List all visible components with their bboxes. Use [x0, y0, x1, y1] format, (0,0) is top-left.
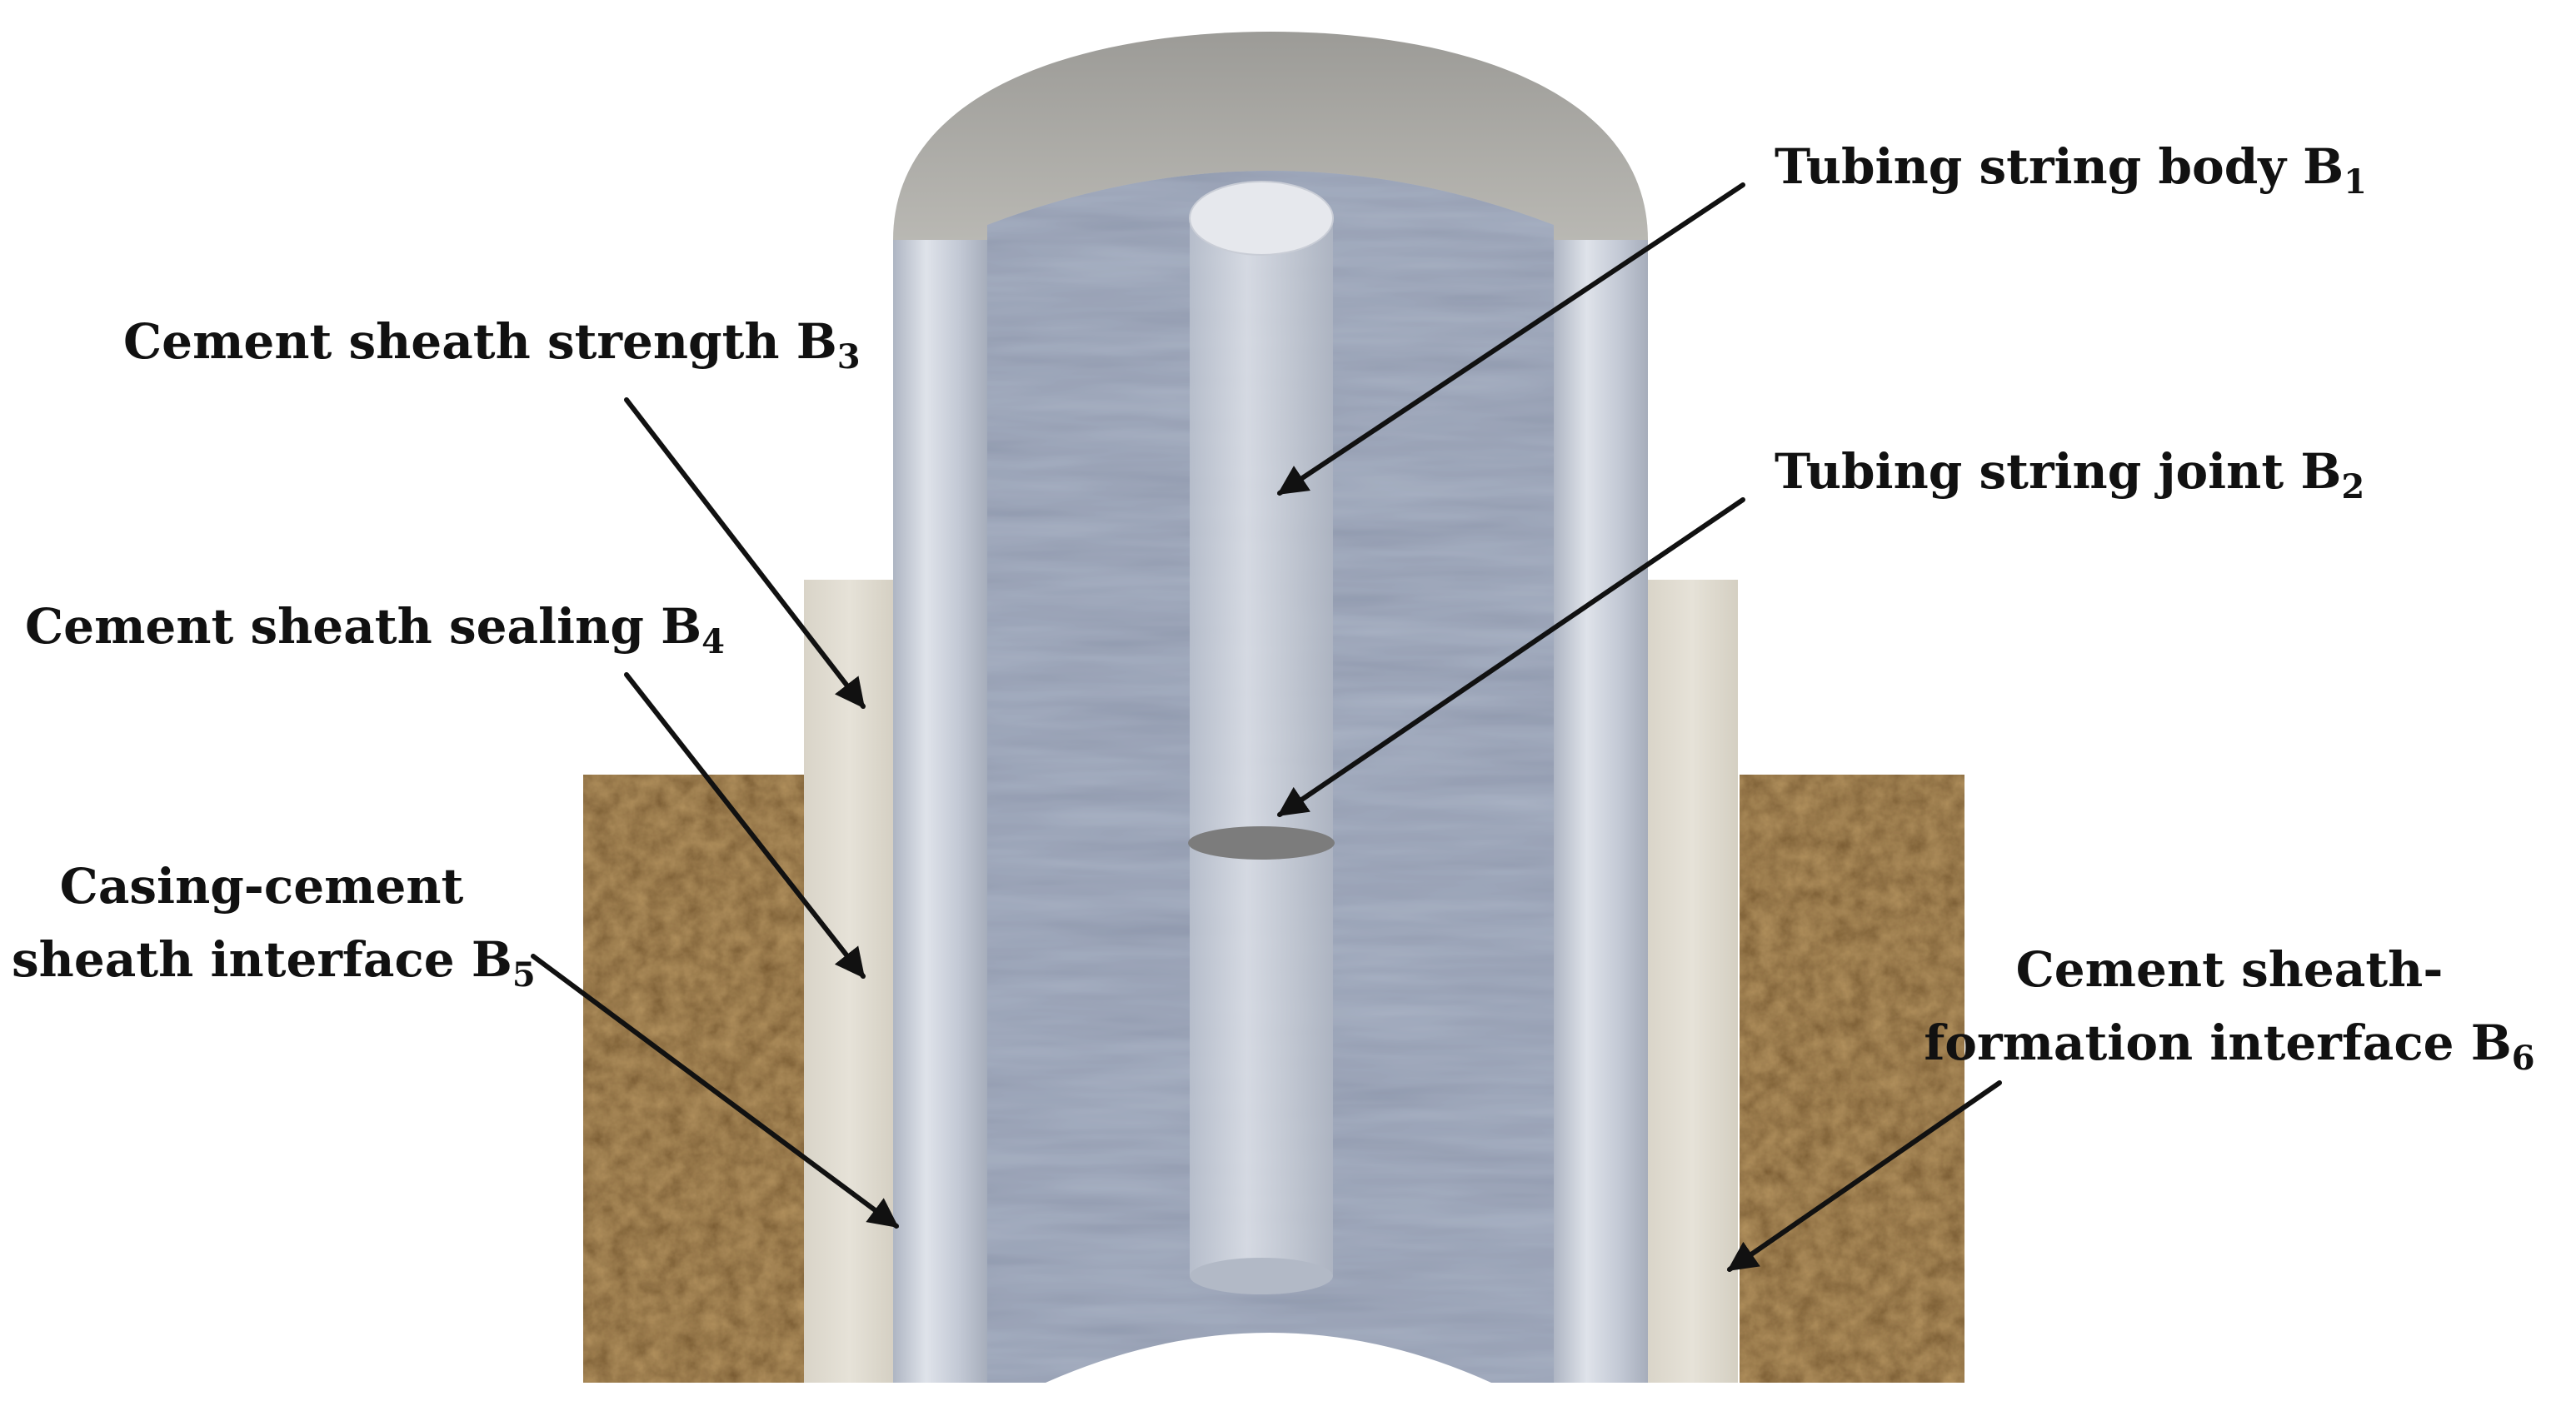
- label-line-1: Casing-cement: [59, 858, 464, 915]
- arrow-b4: [624, 672, 866, 979]
- tubing-string-bottom: [1190, 1258, 1333, 1294]
- label-subscript: 5: [512, 955, 536, 995]
- label-text: sheath interface B: [12, 931, 512, 988]
- label-subscript: 4: [701, 622, 725, 661]
- tubing-string-top: [1189, 181, 1334, 256]
- casing-top-cap: [893, 32, 1648, 240]
- label-text: Cement sheath sealing B: [25, 598, 702, 655]
- label-subscript: 2: [2341, 467, 2365, 506]
- label-cement-sheath-strength: Cement sheath strength B3: [123, 305, 861, 378]
- cement-sheath-right: [1646, 580, 1738, 1383]
- label-subscript: 6: [2511, 1039, 2535, 1078]
- label-subscript: 1: [2344, 162, 2368, 202]
- casing-wall-right: [1554, 240, 1648, 1383]
- arrow-b5: [531, 954, 899, 1229]
- label-text: Cement sheath strength B: [123, 313, 837, 370]
- arrow-b1: [1277, 182, 1745, 496]
- arrow-b2: [1277, 497, 1745, 817]
- label-subscript: 3: [836, 337, 861, 376]
- label-line-2: sheath interface B5: [12, 923, 536, 996]
- label-cement-sheath-sealing: Cement sheath sealing B4: [25, 590, 725, 663]
- tubing-string-joint: [1188, 826, 1335, 860]
- label-line-2: formation interface B6: [1905, 1006, 2554, 1079]
- label-text: Tubing string body B: [1775, 138, 2344, 195]
- cement-sheath-left: [804, 580, 896, 1383]
- arrow-b6: [1727, 1080, 2002, 1272]
- arrow-b3: [624, 397, 866, 709]
- label-text: Tubing string joint B: [1775, 443, 2342, 500]
- label-cement-formation-interface: Cement sheath- formation interface B6: [1905, 933, 2554, 1079]
- label-tubing-string-body: Tubing string body B1: [1775, 130, 2367, 203]
- formation-right: [1740, 775, 1964, 1383]
- label-line-1: Cement sheath-: [2015, 941, 2444, 998]
- casing-wall-left: [893, 240, 987, 1383]
- label-casing-cement-interface: Casing-cement sheath interface B5: [12, 850, 536, 996]
- label-tubing-string-joint: Tubing string joint B2: [1775, 435, 2364, 508]
- label-text: formation interface B: [1924, 1015, 2512, 1071]
- tubing-string-body: [1190, 218, 1333, 1276]
